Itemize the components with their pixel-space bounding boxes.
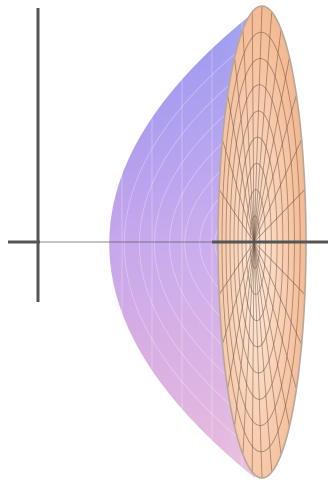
opening-mesh-spoke bbox=[242, 241, 255, 455]
opening-mesh-spoke bbox=[218, 189, 255, 243]
opening-mesh-spoke bbox=[253, 57, 290, 243]
opening-mesh-spoke bbox=[253, 6, 263, 243]
opening-mesh-spoke bbox=[253, 94, 297, 243]
opening-mesh-spoke bbox=[253, 241, 282, 455]
surface-mesh-line bbox=[124, 31, 262, 453]
opening-mesh-spoke bbox=[221, 241, 255, 345]
opening-mesh-spoke bbox=[251, 241, 255, 473]
opening-mesh-spoke bbox=[221, 139, 255, 243]
opening-mesh-spoke bbox=[253, 241, 273, 473]
opening-mesh-spoke bbox=[242, 29, 255, 243]
opening-mesh-spoke bbox=[253, 241, 303, 345]
opening-mesh-spoke bbox=[218, 241, 255, 295]
opening-mesh-spoke bbox=[234, 57, 255, 243]
opening-mesh-spoke bbox=[253, 241, 290, 427]
surface-mesh-line bbox=[154, 84, 262, 400]
opening-mesh-spoke bbox=[253, 241, 306, 295]
opening-mesh-spoke bbox=[253, 189, 306, 243]
opening-mesh-spoke bbox=[227, 94, 255, 243]
opening-mesh-spoke bbox=[253, 241, 297, 390]
opening-mesh-spoke bbox=[227, 241, 255, 390]
opening-mesh-spoke bbox=[253, 241, 263, 478]
opening-mesh-spoke bbox=[253, 29, 282, 243]
opening-mesh-spoke bbox=[253, 11, 273, 243]
opening-mesh-spoke bbox=[234, 241, 255, 427]
surface-mesh-line bbox=[169, 110, 262, 374]
surface-mesh-line bbox=[139, 58, 262, 426]
opening-mesh-spoke bbox=[251, 11, 255, 243]
opening-mesh-spoke bbox=[253, 139, 303, 243]
